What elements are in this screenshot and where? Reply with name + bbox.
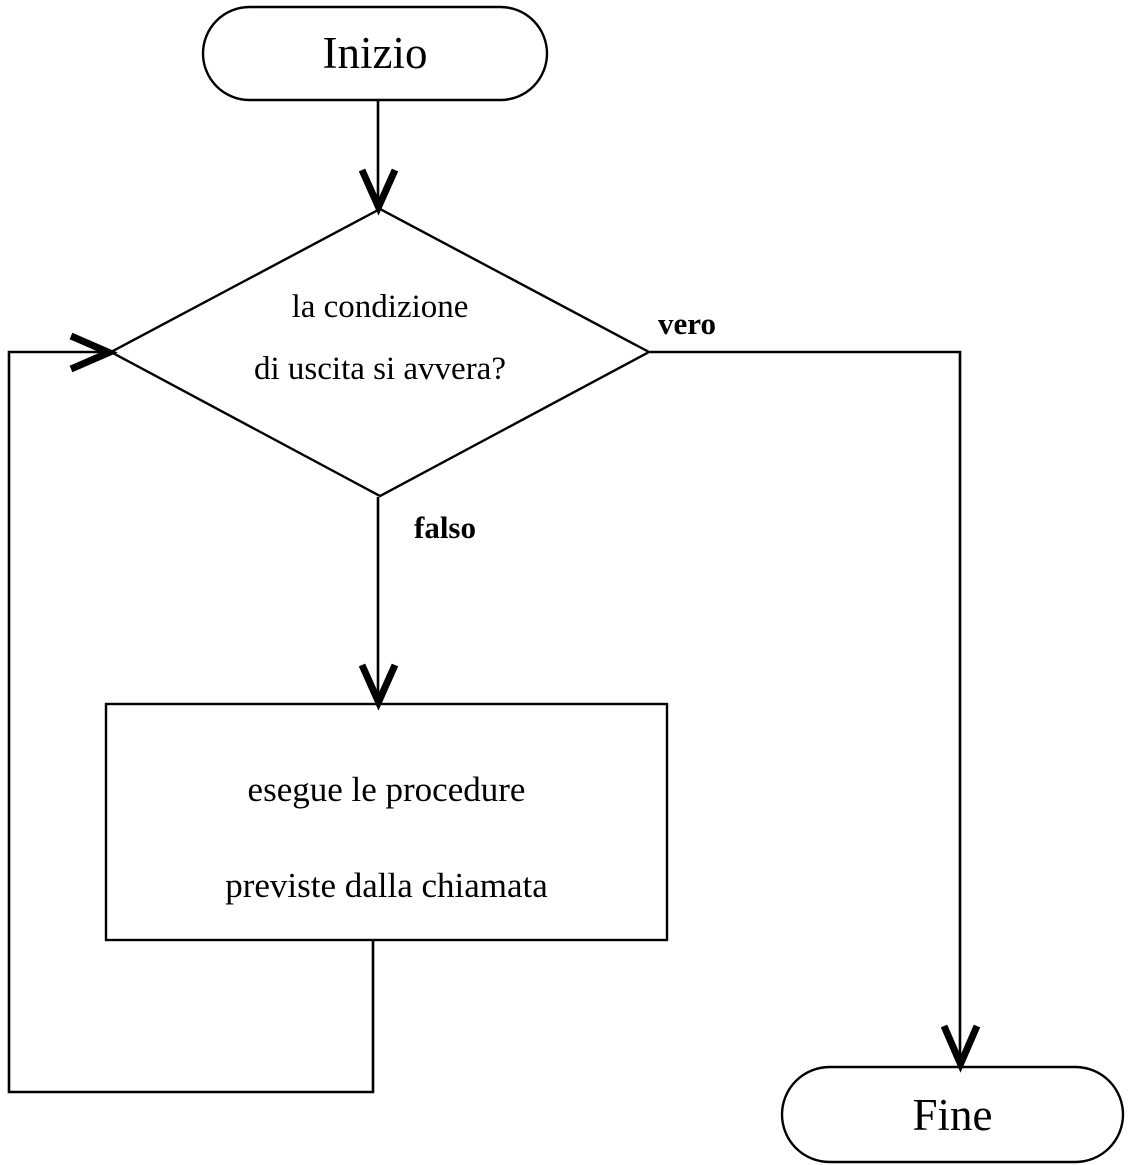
edge-decision-false-to-process [358, 497, 399, 711]
edge-decision-true-to-end [650, 350, 981, 1073]
edge-label-falso: falso [414, 510, 476, 545]
edge-label-vero: vero [658, 306, 716, 341]
start-node-shape [201, 5, 549, 102]
decision-node-shape [108, 207, 652, 498]
edge-start-to-decision [358, 100, 399, 216]
end-node-shape [780, 1065, 1125, 1164]
edge-process-loopback-to-decision [7, 332, 375, 1094]
process-node-shape [104, 702, 669, 942]
